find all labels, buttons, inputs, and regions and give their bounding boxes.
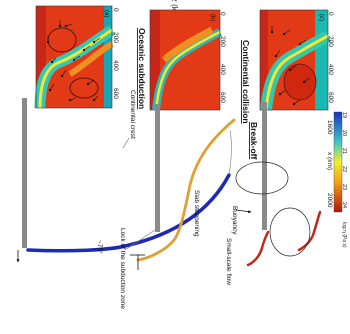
panel-letter-c: (c)	[318, 14, 324, 21]
crest-label: Continental crest	[129, 90, 136, 139]
colorbar	[333, 111, 343, 213]
steepening-label: Slab steepening	[193, 190, 200, 237]
depth-ticks-c: 0 200 400 600	[327, 12, 334, 103]
depth-ticks-a: 0 200 400 600	[112, 8, 119, 99]
tick-label: 20	[341, 130, 347, 136]
tick-label: 400	[219, 64, 226, 75]
tick-label: 600	[219, 92, 226, 103]
panel-letter-a: (a)	[103, 10, 109, 17]
heatmap-b	[149, 9, 222, 111]
sketch-b	[130, 104, 236, 270]
panel-break-off: 0 200 400 600 (c) x (km) 1600 2000 19 20…	[225, 9, 347, 285]
colorbar-ticks: 19 20 21 22 23 24	[341, 112, 347, 208]
panel-oceanic-subduction: 0 200 400 600 (a) Oceanic subduction Con…	[16, 5, 232, 263]
tick-label: 21	[341, 148, 347, 154]
flow-label: Small-scale flow	[225, 238, 232, 285]
tick-label: 19	[341, 112, 347, 118]
tick-label: 0	[112, 8, 119, 12]
tick-label: 23	[341, 184, 347, 190]
angle-label: ~75°	[96, 240, 104, 254]
panel-title-b: Continental collision	[241, 40, 251, 124]
tick-label: 22	[341, 166, 347, 172]
tick-label: 400	[112, 60, 119, 71]
colorbar-label: log η (Pa s)	[341, 222, 347, 248]
tick-label: 200	[112, 32, 119, 43]
heatmap-a	[34, 5, 115, 109]
panel-title-c: Break-off	[249, 122, 259, 159]
x-tick-2000: 2000	[326, 193, 333, 208]
tick-label: 200	[219, 36, 226, 47]
heatmap-c	[259, 9, 331, 111]
lock-label: Lock of the subduction zone	[119, 228, 126, 309]
tick-label: 24	[341, 202, 347, 208]
tick-label: 600	[112, 88, 119, 99]
sketch-c	[235, 102, 322, 267]
panel-continental-collision: 0 200 400 600 (b) Continental collision …	[119, 9, 251, 309]
panel-title-a: Oceanic subduction	[137, 28, 147, 109]
tick-label: 200	[327, 36, 334, 47]
depth-ticks-b: 0 200 400 600	[219, 12, 226, 103]
crest-leader	[122, 137, 130, 149]
tick-label: 600	[327, 92, 334, 103]
x-axis-label: x (km)	[326, 152, 333, 170]
tick-label: 0	[219, 12, 226, 16]
x-tick-1600: 1600	[326, 120, 333, 135]
panel-letter-b: (b)	[209, 14, 215, 21]
tick-label: 400	[327, 64, 334, 75]
sketch-a	[16, 98, 232, 263]
buoyancy-label: Buoyancy	[231, 206, 238, 235]
tick-label: 0	[327, 12, 334, 16]
